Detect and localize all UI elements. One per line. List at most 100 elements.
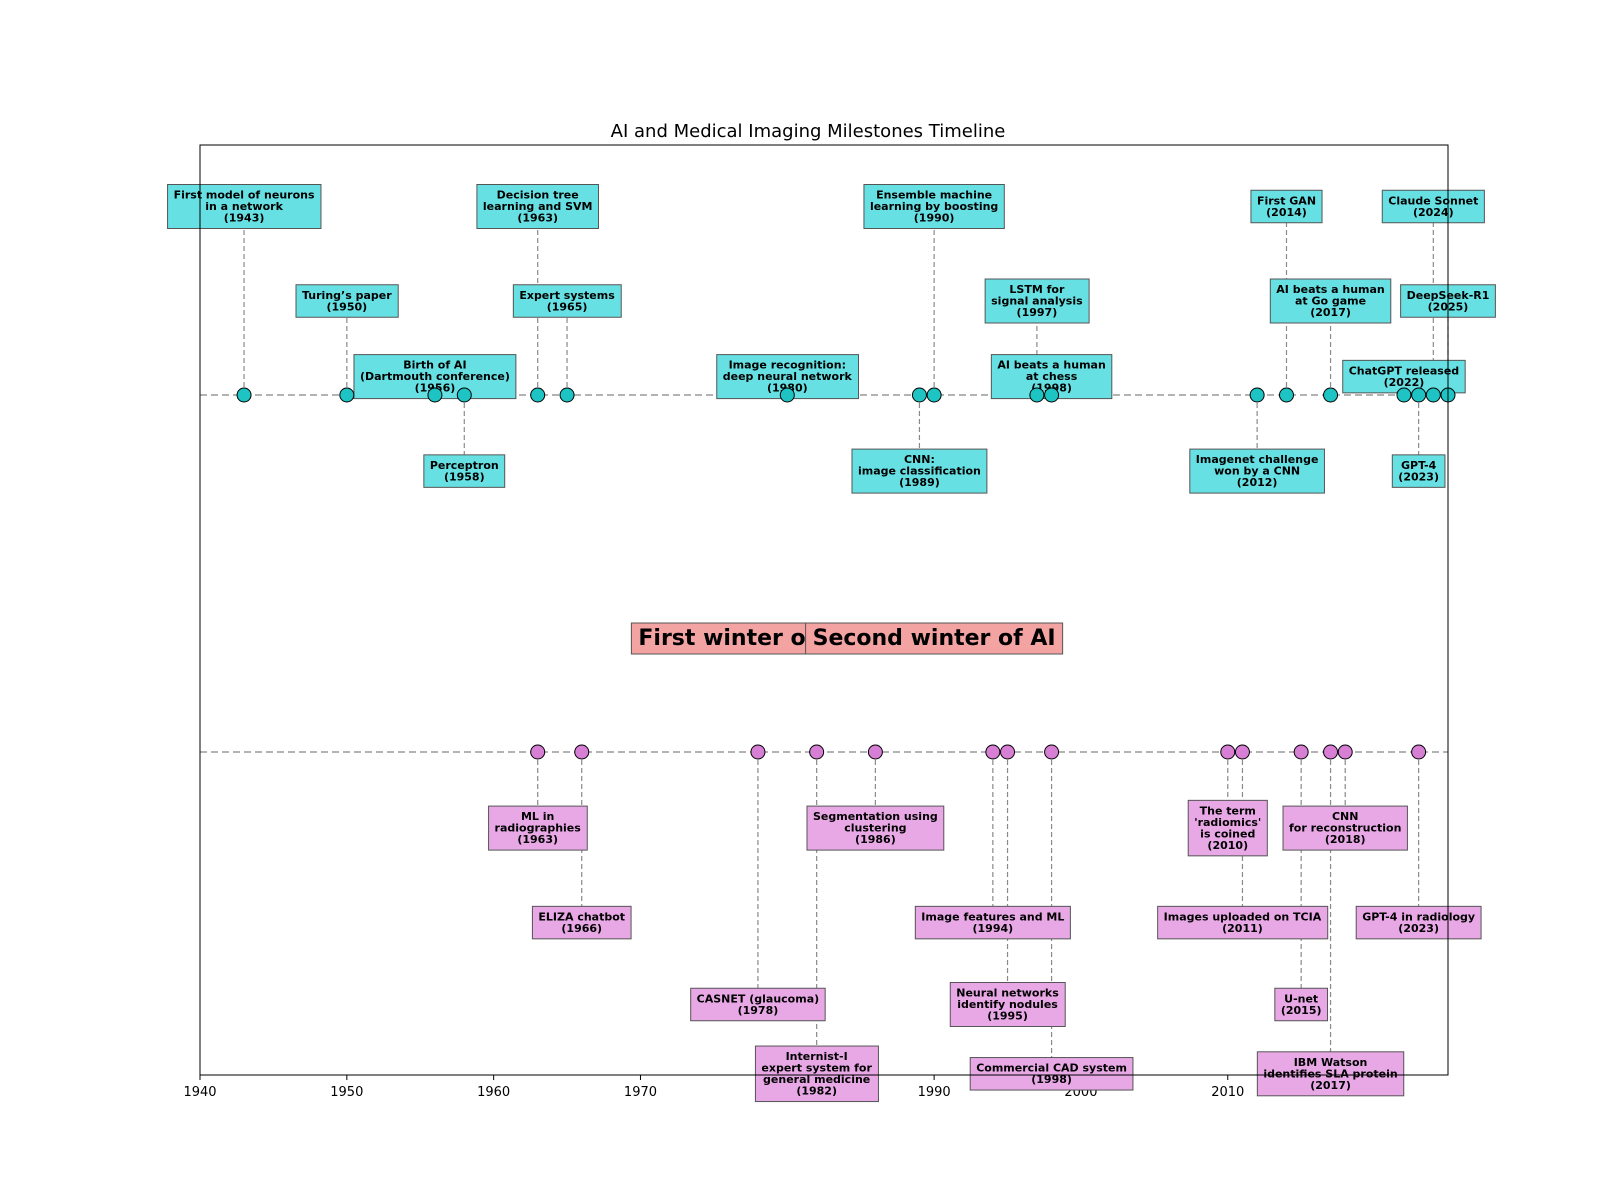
event-marker xyxy=(809,744,825,760)
event-marker xyxy=(1323,387,1339,403)
event-label: Turing’s paper(1950) xyxy=(302,289,392,314)
event-box xyxy=(1381,189,1485,224)
event-box xyxy=(1342,359,1466,394)
event-marker xyxy=(1220,744,1236,760)
event-label-box: The term'radiomics'is coined(2010) xyxy=(1187,799,1268,857)
event-marker xyxy=(1337,744,1353,760)
event-marker xyxy=(530,387,546,403)
event-label: GPT-4(2023) xyxy=(1398,459,1439,484)
event-label-box: CASNET (glaucoma)(1978) xyxy=(690,987,826,1022)
chart-title: AI and Medical Imaging Milestones Timeli… xyxy=(611,121,1006,142)
x-tick-label: 1950 xyxy=(330,1085,363,1100)
event-box xyxy=(295,284,399,318)
event-box xyxy=(512,284,622,318)
event-box xyxy=(476,184,599,229)
event-label: The term'radiomics'is coined(2010) xyxy=(1194,804,1261,852)
event-box xyxy=(914,905,1071,940)
event-marker xyxy=(456,387,472,403)
event-label: Images uploaded on TCIA(2011) xyxy=(1164,910,1322,935)
event-label-box: Claude Sonnet(2024) xyxy=(1381,189,1485,224)
event-marker xyxy=(1044,387,1060,403)
event-label-box: GPT-4 in radiology(2023) xyxy=(1355,905,1482,940)
event-box xyxy=(1355,905,1482,940)
event-label: Commercial CAD system(1998) xyxy=(976,1062,1127,1087)
event-marker xyxy=(1425,387,1441,403)
event-marker xyxy=(1293,744,1309,760)
event-label-box: U-net(2015) xyxy=(1274,987,1329,1022)
event-marker xyxy=(574,744,590,760)
event-box xyxy=(754,1045,879,1103)
event-label-box: Images uploaded on TCIA(2011) xyxy=(1157,905,1329,940)
period-label: Second winter of AI xyxy=(813,626,1056,651)
event-label-box: ELIZA chatbot(1966) xyxy=(531,905,632,940)
event-marker xyxy=(1234,744,1250,760)
event-box xyxy=(1256,1051,1405,1097)
event-box xyxy=(531,905,632,940)
event-label-box: Commercial CAD system(1998) xyxy=(969,1057,1134,1091)
event-label-box: Perceptron(1958) xyxy=(423,454,506,488)
event-box xyxy=(1269,278,1392,324)
event-marker xyxy=(911,387,927,403)
event-marker xyxy=(750,744,766,760)
event-box xyxy=(1282,805,1408,851)
event-label: Image features and ML(1994) xyxy=(921,910,1064,935)
x-tick-label: 2010 xyxy=(1211,1085,1244,1100)
event-label: ChatGPT released(2022) xyxy=(1349,364,1459,389)
event-label-box: Expert systems(1965) xyxy=(512,284,622,318)
event-label: Claude Sonnet(2024) xyxy=(1388,194,1478,219)
event-box xyxy=(1189,448,1325,494)
event-label: ELIZA chatbot(1966) xyxy=(538,910,625,935)
event-label-box: Turing’s paper(1950) xyxy=(295,284,399,318)
event-label: U-net(2015) xyxy=(1281,992,1322,1017)
event-box xyxy=(949,982,1066,1027)
event-marker xyxy=(236,387,252,403)
event-marker xyxy=(427,387,443,403)
event-marker xyxy=(559,387,575,403)
event-label: Birth of AI(Dartmouth conference)(1956) xyxy=(360,359,510,395)
event-marker xyxy=(1029,387,1045,403)
event-label-box: GPT-4(2023) xyxy=(1391,454,1446,488)
event-box xyxy=(690,987,826,1022)
event-marker xyxy=(779,387,795,403)
event-box xyxy=(1274,987,1329,1022)
event-box xyxy=(423,454,506,488)
x-tick-label: 1970 xyxy=(624,1085,657,1100)
event-marker xyxy=(1323,744,1339,760)
event-label-box: ChatGPT released(2022) xyxy=(1342,359,1466,394)
event-marker xyxy=(985,744,1001,760)
event-marker xyxy=(530,744,546,760)
event-box xyxy=(851,448,988,494)
event-box xyxy=(1157,905,1329,940)
event-marker xyxy=(1411,387,1427,403)
x-tick-label: 1990 xyxy=(918,1085,951,1100)
event-box xyxy=(806,805,945,851)
event-label: GPT-4 in radiology(2023) xyxy=(1362,910,1475,935)
event-marker xyxy=(1278,387,1294,403)
event-label: Perceptron(1958) xyxy=(430,459,499,484)
event-marker xyxy=(1411,744,1427,760)
event-marker xyxy=(1044,744,1060,760)
event-label: CASNET (glaucoma)(1978) xyxy=(697,992,819,1017)
event-marker xyxy=(867,744,883,760)
